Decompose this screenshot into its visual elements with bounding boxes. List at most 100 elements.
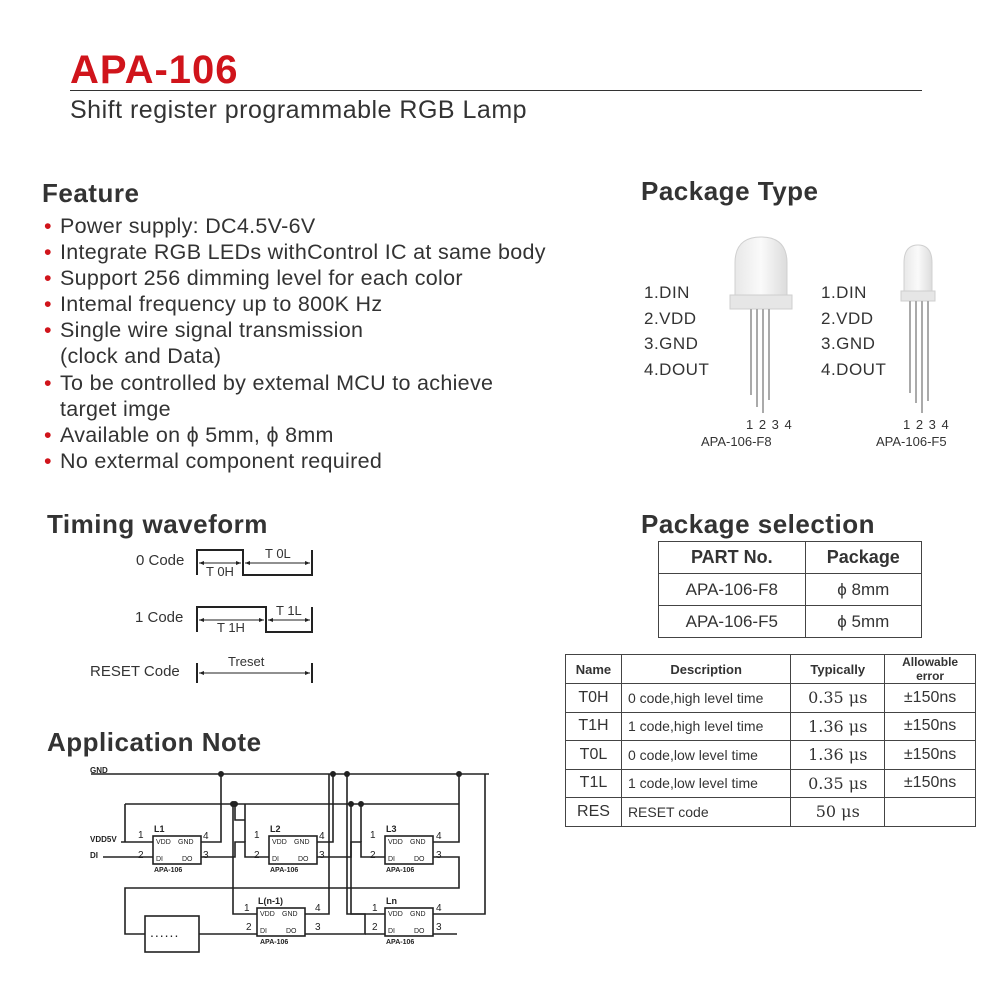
table-cell: [884, 797, 976, 827]
table-cell: 0.35 μs: [790, 683, 886, 713]
pin-num: 2: [254, 850, 260, 861]
wave-t1l: T 1L: [276, 603, 302, 618]
pin-label: 1.DIN: [821, 283, 867, 302]
timing-waveform-diagram: [196, 549, 313, 683]
column-header: Allowable error: [884, 654, 976, 684]
chip-name-ln-1: L(n-1): [258, 896, 283, 906]
chip-pin-di: DI: [388, 928, 395, 935]
wave-treset: Treset: [228, 654, 265, 669]
package-selection-heading: Package selection: [641, 509, 875, 539]
title-divider: [70, 90, 922, 91]
column-header: Name: [565, 654, 622, 684]
pin-num: 2: [372, 922, 378, 933]
wave-t0l: T 0L: [265, 546, 291, 561]
table-row: T1L 1 code,low level time 0.35 μs ±150ns: [565, 768, 976, 798]
column-header: Package: [804, 541, 923, 574]
timing-heading: Timing waveform: [47, 509, 268, 539]
table-row: APA-106-F8 ϕ 8mm: [658, 573, 923, 606]
chip-pin-do: DO: [286, 928, 297, 935]
package-selection-table: PART No. Package APA-106-F8 ϕ 8mm APA-10…: [658, 541, 923, 638]
column-header: Typically: [790, 654, 886, 684]
chip-pin-di: DI: [260, 928, 267, 935]
application-circuit-diagram: [91, 771, 489, 953]
table-row: T1H 1 code,high level time 1.36 μs ±150n…: [565, 711, 976, 741]
wave-t0h: T 0H: [206, 564, 234, 579]
chip-pin-di: DI: [388, 856, 395, 863]
feature-item: Available on ϕ 5mm, ϕ 8mm: [42, 423, 546, 449]
table-cell: APA-106-F8: [658, 573, 806, 606]
pin-num: 4: [319, 831, 325, 842]
pin-num: 3: [203, 850, 209, 861]
table-cell: ±150ns: [884, 740, 976, 770]
chip-pin-do: DO: [298, 856, 309, 863]
table-cell: APA-106-F5: [658, 605, 806, 638]
wave-label-1code: 1 Code: [135, 609, 184, 626]
led-f5-image: [900, 244, 936, 413]
model-label-f8: APA-106-F8: [701, 434, 772, 449]
pin-label: 4.DOUT: [821, 359, 887, 379]
chip-name-ln: Ln: [386, 896, 397, 906]
feature-item: Single wire signal transmission: [42, 318, 546, 344]
pin-num: 1: [370, 830, 376, 841]
column-header: Description: [620, 654, 792, 684]
vdd-rail-label: VDD5V: [90, 835, 117, 844]
pin-num: 3: [315, 922, 321, 933]
table-cell: ϕ 5mm: [804, 605, 923, 638]
pin-num: 1: [254, 830, 260, 841]
pin-num: 3: [319, 850, 325, 861]
pin-num: 4: [436, 903, 442, 914]
timing-spec-table: Name Description Typically Allowable err…: [565, 654, 976, 827]
chip-pin-gnd: GND: [410, 911, 426, 918]
package-type-heading: Package Type: [641, 176, 819, 206]
pin-num: 4: [315, 903, 321, 914]
pin-num: 2: [370, 850, 376, 861]
table-cell: ±150ns: [884, 768, 976, 798]
table-cell: 1 code,low level time: [620, 768, 792, 798]
table-cell: 1 code,high level time: [620, 711, 792, 741]
feature-item: To be controlled by extemal MCU to achie…: [42, 371, 546, 397]
table-cell: T1H: [565, 711, 622, 741]
column-header: PART No.: [658, 541, 806, 574]
pin-num: 2: [138, 850, 144, 861]
table-cell: T0H: [565, 683, 622, 713]
chip-pin-do: DO: [414, 928, 425, 935]
pin-label: 1.DIN: [644, 283, 690, 302]
chip-part-l1: APA-106: [154, 867, 183, 874]
page-subtitle: Shift register programmable RGB Lamp: [70, 96, 528, 124]
pin-num: 4: [203, 831, 209, 842]
table-cell: T0L: [565, 740, 622, 770]
chip-pin-vdd: VDD: [272, 839, 287, 846]
led-f8-image: [729, 236, 793, 413]
table-cell: ±150ns: [884, 683, 976, 713]
chip-pin-vdd: VDD: [388, 911, 403, 918]
chip-pin-do: DO: [182, 856, 193, 863]
chip-pin-do: DO: [414, 856, 425, 863]
table-row: T0L 0 code,low level time 1.36 μs ±150ns: [565, 740, 976, 770]
di-rail-label: DI: [90, 851, 98, 860]
feature-item: Power supply: DC4.5V-6V: [42, 214, 546, 240]
feature-item: No extermal component required: [42, 449, 546, 475]
pin-list-f5: 1.DIN 2.VDD 3.GND 4.DOUT: [821, 280, 886, 382]
chip-pin-gnd: GND: [410, 839, 426, 846]
pin-num: 1: [138, 830, 144, 841]
pin-num: 1: [244, 903, 250, 914]
chip-part-l3: APA-106: [386, 867, 415, 874]
table-cell: 0 code,low level time: [620, 740, 792, 770]
pin-num: 1: [372, 903, 378, 914]
chip-pin-gnd: GND: [178, 839, 194, 846]
page-title: APA-106: [70, 48, 239, 92]
chip-part-l2: APA-106: [270, 867, 299, 874]
pin-num: 3: [436, 922, 442, 933]
table-cell: 0 code,high level time: [620, 683, 792, 713]
feature-heading: Feature: [42, 178, 140, 208]
pin-label: 2.VDD: [821, 308, 874, 328]
table-row: RES RESET code 50 μs: [565, 797, 976, 827]
wave-label-reset: RESET Code: [90, 663, 180, 680]
pin-num: 4: [436, 831, 442, 842]
pin-label: 3.GND: [644, 334, 699, 353]
table-cell: RESET code: [620, 797, 792, 827]
table-cell: 0.35 μs: [790, 768, 886, 798]
table-header-row: Name Description Typically Allowable err…: [565, 654, 976, 684]
feature-item-continuation: (clock and Data): [60, 344, 222, 369]
chip-part-ln-1: APA-106: [260, 939, 289, 946]
